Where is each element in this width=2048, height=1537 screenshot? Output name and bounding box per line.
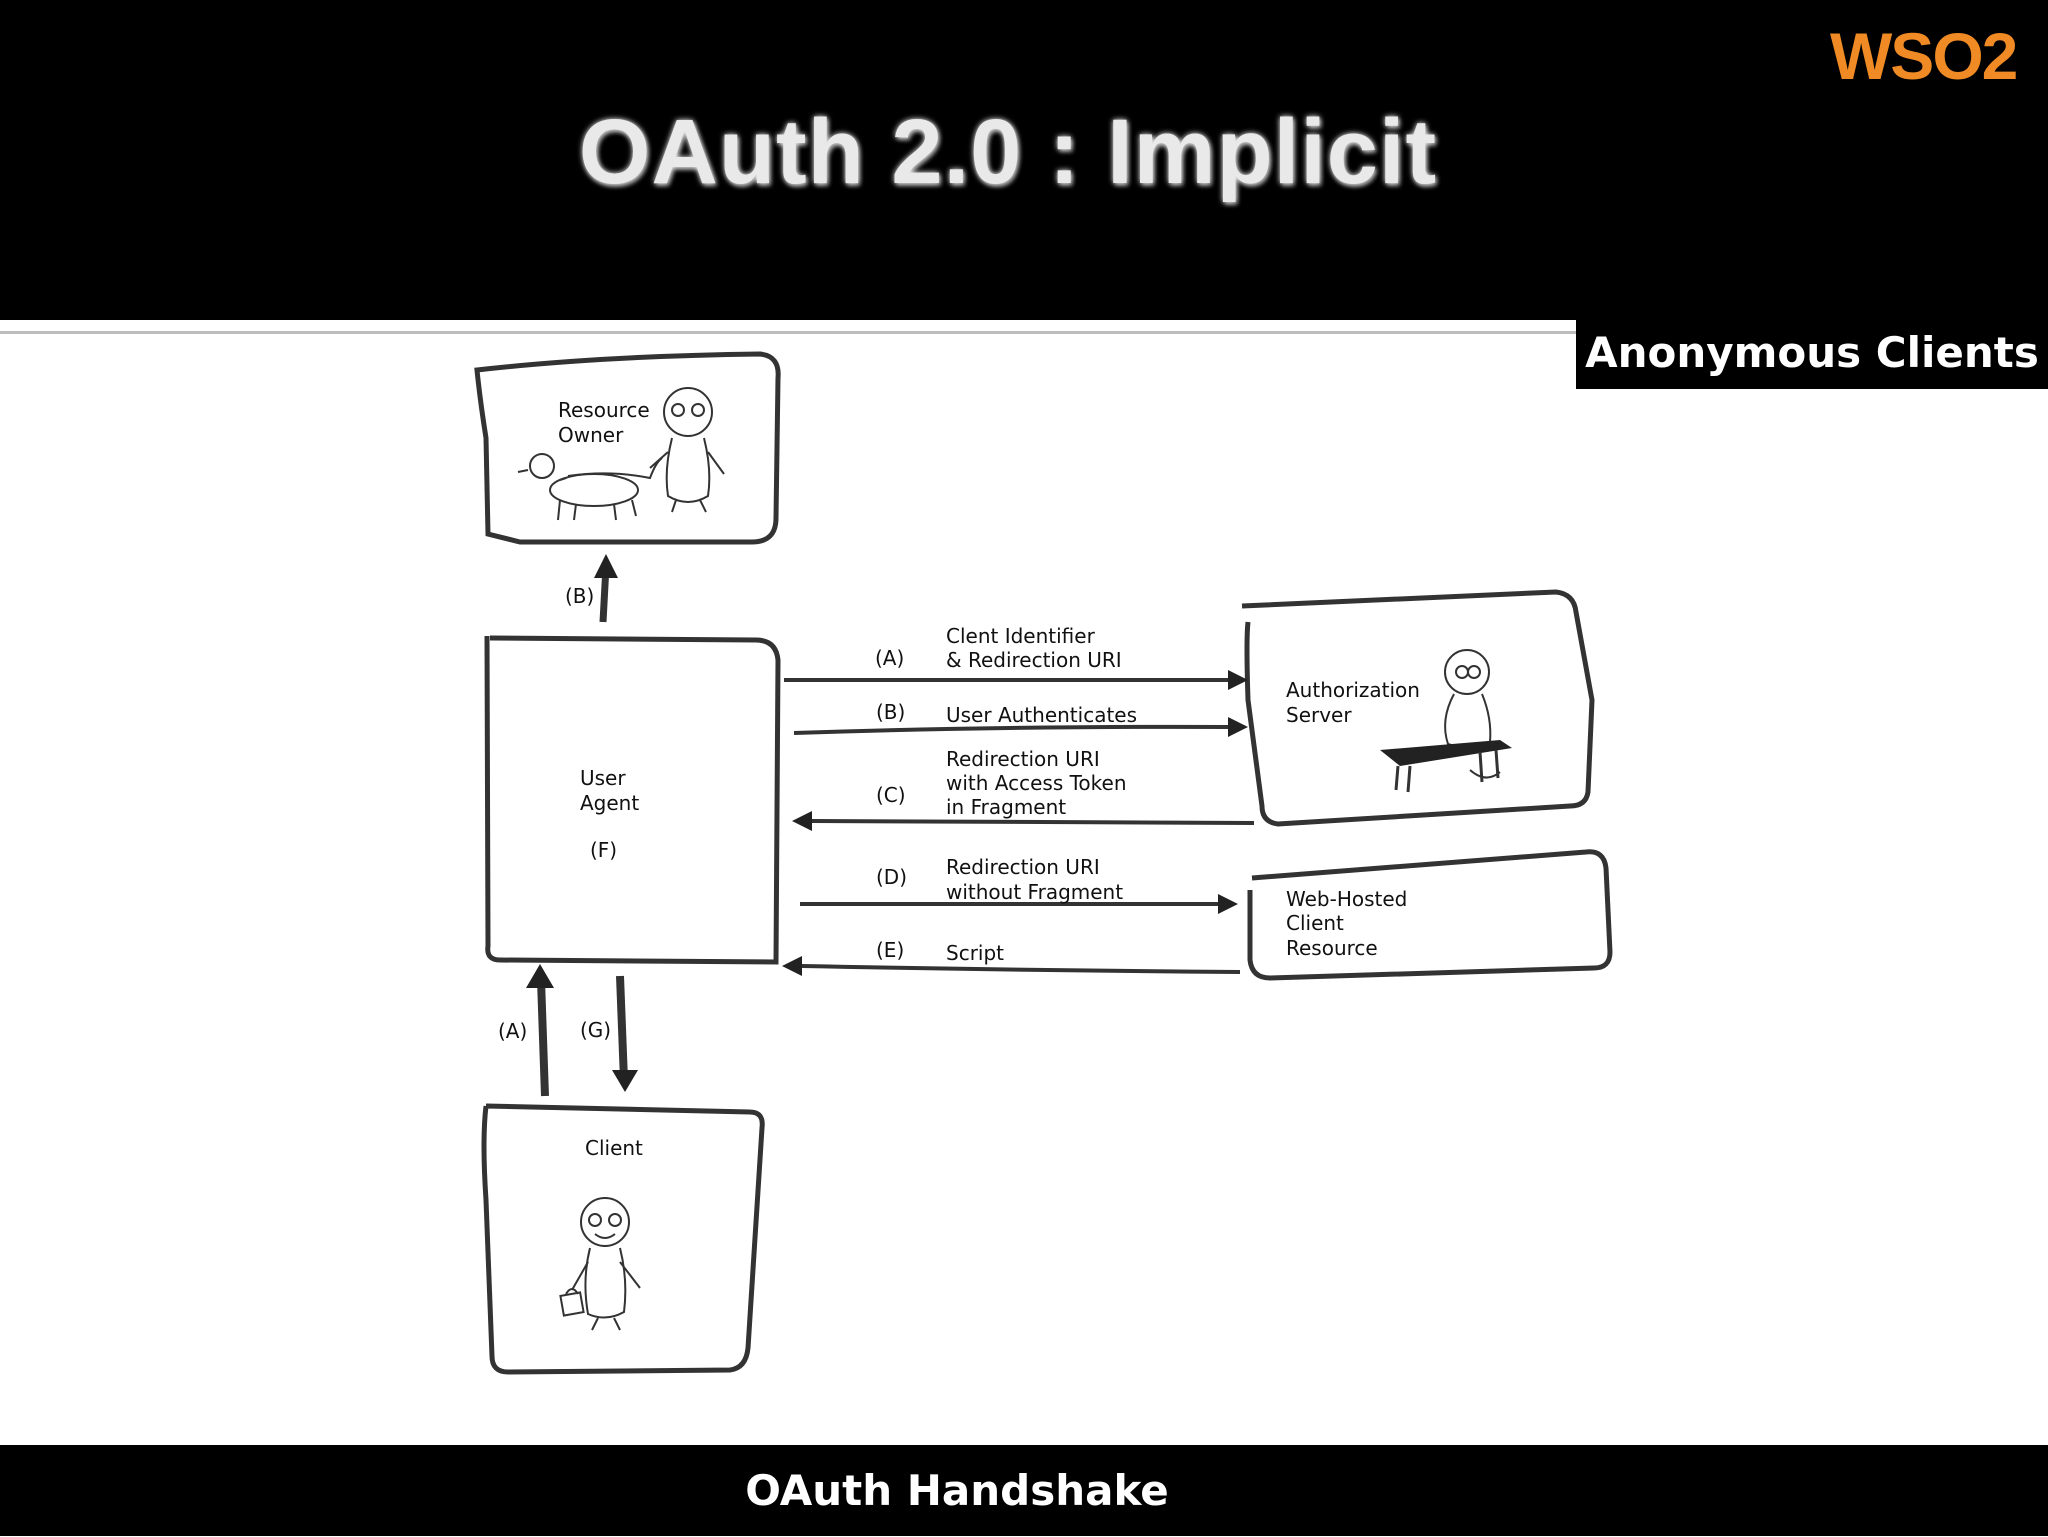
flow-d-arrow: (D) Redirection URI without Fragment bbox=[800, 855, 1238, 914]
user-agent-label-line1: User bbox=[580, 766, 626, 790]
authorization-server-label-line1: Authorization bbox=[1286, 678, 1420, 702]
web-hosted-label-line1: Web-Hosted bbox=[1286, 887, 1407, 911]
logo-text: WSO2 bbox=[1830, 19, 2018, 93]
flow-c-label-line2: with Access Token bbox=[946, 771, 1127, 795]
user-agent-box: User Agent (F) bbox=[484, 635, 781, 965]
slide-header bbox=[0, 0, 2048, 320]
header-divider bbox=[0, 331, 1580, 334]
client-box: Client bbox=[481, 1103, 765, 1375]
arrow-b-up: (B) bbox=[565, 554, 618, 623]
flow-d-label-line1: Redirection URI bbox=[946, 855, 1100, 879]
flow-c-step: (C) bbox=[876, 783, 906, 807]
arrow-g-down: (G) bbox=[580, 975, 638, 1092]
flow-c-label-line3: in Fragment bbox=[946, 795, 1066, 819]
resource-owner-label-line1: Resource bbox=[558, 398, 650, 422]
authorization-server-label-line2: Server bbox=[1286, 703, 1352, 727]
resource-owner-label-line2: Owner bbox=[558, 423, 624, 447]
flow-c-label-line1: Redirection URI bbox=[946, 747, 1100, 771]
flow-e-label: Script bbox=[946, 941, 1004, 965]
section-badge: Anonymous Clients bbox=[1576, 320, 2048, 389]
flow-a-label-line1: Clent Identifier bbox=[946, 624, 1096, 648]
desk-icon bbox=[1380, 740, 1512, 793]
flow-a-arrow: (A) Clent Identifier & Redirection URI bbox=[784, 624, 1248, 690]
flow-e-step: (E) bbox=[876, 938, 904, 962]
slide-title: OAuth 2.0 : Implicit bbox=[578, 101, 1438, 203]
flow-b-arrow: (B) User Authenticates bbox=[793, 700, 1248, 737]
arrow-b-up-label: (B) bbox=[565, 584, 594, 608]
wso2-logo-icon: WSO2 bbox=[1830, 14, 2030, 100]
arrow-a-up: (A) bbox=[498, 964, 554, 1097]
dog-icon bbox=[517, 453, 663, 521]
arrow-a-up-label: (A) bbox=[498, 1019, 527, 1043]
user-agent-label-line2: Agent bbox=[580, 791, 639, 815]
flow-d-label-line2: without Fragment bbox=[946, 880, 1123, 904]
flow-a-label-line2: & Redirection URI bbox=[946, 648, 1122, 672]
resource-owner-box: Resource Owner bbox=[474, 351, 781, 545]
slide-footer: OAuth Handshake bbox=[0, 1445, 2048, 1536]
flow-b-label: User Authenticates bbox=[946, 703, 1137, 727]
flow-c-arrow: (C) Redirection URI with Access Token in… bbox=[792, 747, 1255, 831]
flow-d-step: (D) bbox=[876, 865, 907, 889]
web-hosted-label-line2: Client bbox=[1286, 911, 1344, 935]
client-figure-icon bbox=[571, 1197, 641, 1331]
flow-b-step: (B) bbox=[876, 700, 905, 724]
user-agent-step-label: (F) bbox=[590, 838, 617, 862]
arrow-g-down-label: (G) bbox=[580, 1018, 611, 1042]
web-hosted-label-line3: Resource bbox=[1286, 936, 1378, 960]
bag-icon bbox=[559, 1288, 585, 1317]
flow-e-arrow: (E) Script bbox=[782, 938, 1241, 976]
web-hosted-resource-box: Web-Hosted Client Resource bbox=[1247, 849, 1613, 981]
authorization-server-figure-icon bbox=[1444, 649, 1492, 749]
flow-a-step: (A) bbox=[875, 646, 904, 670]
client-label: Client bbox=[585, 1136, 643, 1160]
footer-label: OAuth Handshake bbox=[745, 1466, 1169, 1515]
resource-owner-figure-icon bbox=[649, 387, 725, 513]
authorization-server-box: Authorization Server bbox=[1241, 589, 1595, 827]
